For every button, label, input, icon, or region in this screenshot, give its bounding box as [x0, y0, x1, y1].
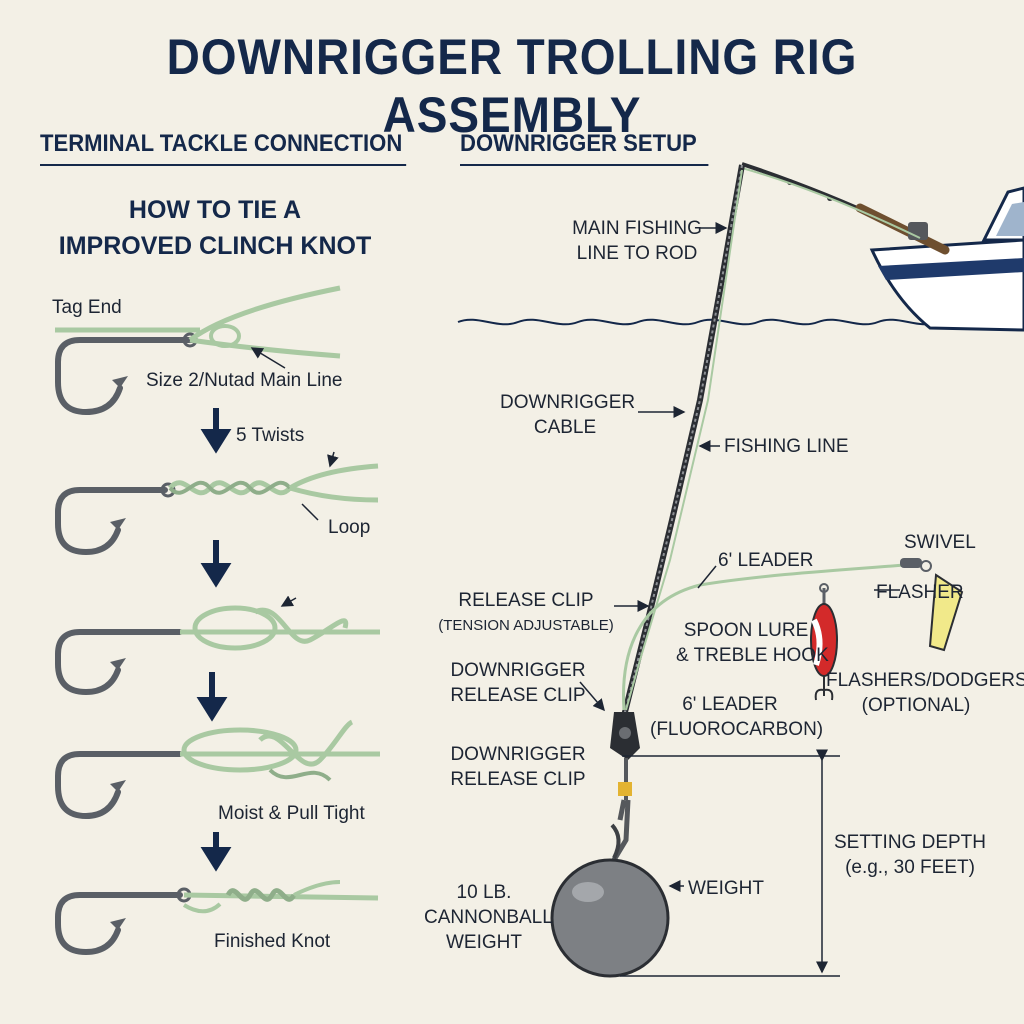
label-twists: 5 Twists [236, 425, 305, 446]
knot-title-line-1: HOW TO TIE A [128, 196, 302, 224]
knot-step-1 [55, 285, 341, 416]
label-flashers-dodgers: FLASHERS/DODGERS (OPTIONAL) [826, 670, 1024, 716]
down-arrow-icon [200, 832, 232, 872]
hook-icon [55, 487, 168, 556]
label-main-fishing-line: MAIN FISHING LINE TO ROD [572, 218, 702, 264]
label-setting-depth: SETTING DEPTH (e.g., 30 FEET) [833, 832, 986, 878]
water-surface [457, 318, 1024, 326]
swivel-icon [900, 558, 932, 572]
knot-step-4 [55, 719, 380, 820]
flasher-icon [928, 573, 964, 652]
section-heading-downrigger-setup: DOWNRIGGER SETUP [460, 130, 709, 166]
label-main-line: Size 2/Nutad Main Line [146, 370, 343, 391]
label-swivel: SWIVEL [904, 532, 976, 553]
label-cannonball-weight: 10 LB. CANNONBALL WEIGHT [424, 882, 553, 953]
knot-step-3 [55, 595, 380, 696]
knot-title-line-2: IMPROVED CLINCH KNOT [58, 232, 372, 260]
spoon-lure-icon [810, 583, 838, 701]
label-weight: WEIGHT [688, 878, 764, 899]
cannonball-icon [550, 858, 670, 978]
down-arrow-icon [196, 672, 228, 722]
boat-icon [869, 186, 1024, 332]
label-loop: Loop [328, 517, 371, 538]
label-downrigger-cable: DOWNRIGGER CABLE [500, 392, 636, 438]
knot-step-2 [55, 451, 379, 556]
hook-icon [55, 751, 183, 820]
label-release-clip: RELEASE CLIP (TENSION ADJUSTABLE) [438, 590, 614, 634]
hook-icon [55, 892, 183, 956]
label-leader-top: 6' LEADER [718, 550, 814, 571]
label-downrigger-release-clip-a: DOWNRIGGER RELEASE CLIP [450, 660, 586, 706]
label-spoon-lure: SPOON LURE & TREBLE HOOK [676, 620, 829, 666]
page-title: DOWNRIGGER TROLLING RIG ASSEMBLY [166, 29, 858, 143]
label-leader-fluorocarbon: 6' LEADER (FLUOROCARBON) [650, 694, 824, 740]
knot-title: HOW TO TIE A IMPROVED CLINCH KNOT [30, 192, 400, 264]
label-tag-end: Tag End [52, 297, 122, 318]
label-downrigger-release-clip-b: DOWNRIGGER RELEASE CLIP [450, 744, 586, 790]
label-fishing-line: FISHING LINE [724, 436, 849, 457]
down-arrow-icon [200, 408, 232, 454]
hook-icon [55, 337, 198, 416]
label-finished-knot: Finished Knot [214, 931, 331, 952]
knot-step-5 [55, 880, 379, 956]
fishing-line [625, 169, 743, 711]
release-clip-icon [610, 712, 640, 800]
hook-icon [55, 629, 183, 696]
section-heading-terminal-tackle: TERMINAL TACKLE CONNECTION [40, 130, 407, 166]
label-pull-tight: Moist & Pull Tight [218, 803, 365, 824]
main-fishing-line [741, 167, 921, 239]
down-arrow-icon [200, 540, 232, 588]
label-flasher: FLASHER [876, 582, 964, 603]
